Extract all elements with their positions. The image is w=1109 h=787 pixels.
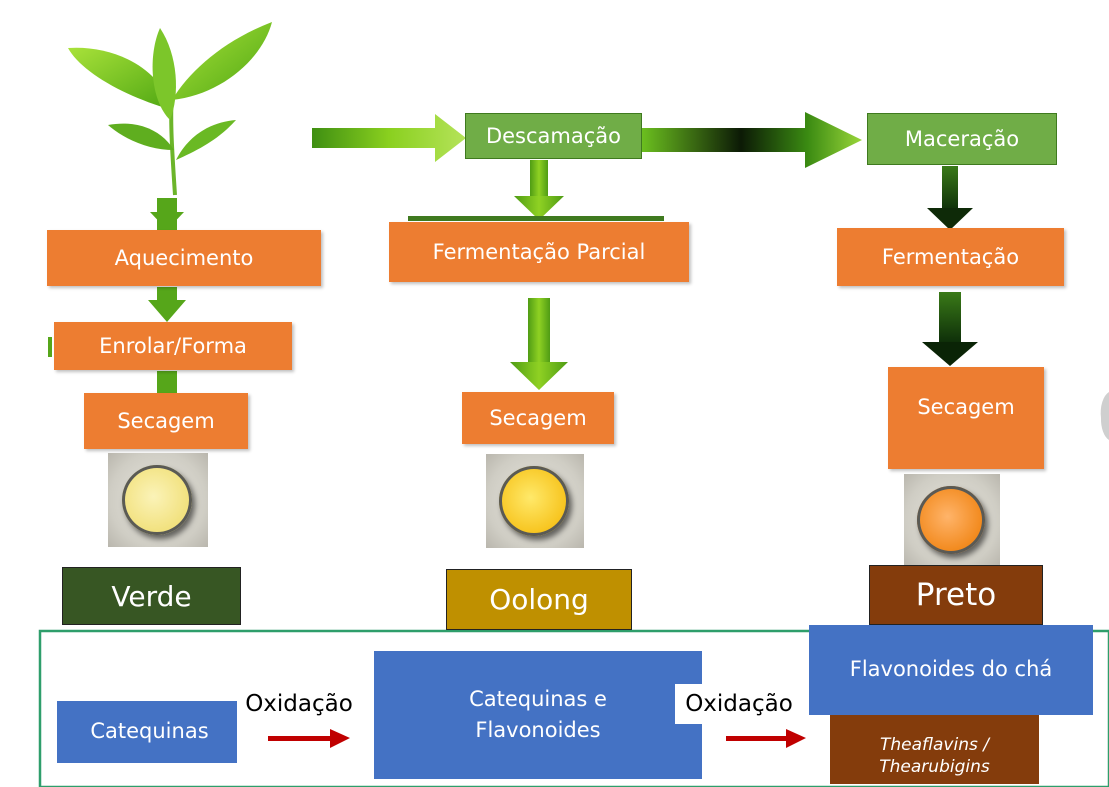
step-fermentacao-parcial-label: Fermentação Parcial: [432, 240, 646, 264]
step-maceracao-label: Maceração: [904, 127, 1020, 151]
step-aquecimento: Aquecimento: [47, 230, 321, 286]
oxidation-label-1-text: Oxidação: [245, 691, 353, 717]
chem-catequinas-label: Catequinas: [90, 719, 209, 744]
chem-flavonoides-cha-label: Flavonoides do chá: [849, 657, 1053, 682]
step-secagem-verde: Secagem: [84, 393, 248, 449]
tea-oolong-text: Oolong: [489, 583, 589, 616]
step-enrolar-forma: Enrolar/Forma: [54, 322, 292, 370]
tea-verde-label: Verde: [62, 567, 241, 625]
step-secagem-oolong: Secagem: [462, 392, 614, 444]
step-aquecimento-label: Aquecimento: [114, 246, 254, 270]
step-fermentacao-label: Fermentação: [881, 245, 1020, 269]
step-fermentacao: Fermentação: [837, 228, 1064, 286]
step-descamacao: Descamação: [465, 113, 642, 159]
step-secagem-preto-label: Secagem: [917, 395, 1015, 419]
chem-flavonoides-cha: Flavonoides do chá: [809, 625, 1093, 715]
oxidation-label-1: Oxidação: [237, 684, 361, 724]
tea-oolong-label: Oolong: [446, 569, 632, 630]
tea-cup-green-icon: [108, 453, 208, 547]
tea-cup-oolong-icon: [486, 454, 584, 548]
step-enrolar-forma-label: Enrolar/Forma: [99, 334, 247, 358]
step-fermentacao-parcial: Fermentação Parcial: [389, 222, 689, 282]
step-secagem-oolong-label: Secagem: [489, 406, 587, 430]
oxidation-label-2-text: Oxidação: [685, 691, 793, 717]
tea-verde-text: Verde: [111, 579, 192, 613]
step-descamacao-label: Descamação: [485, 124, 622, 148]
oxidation-arrow-2: [726, 729, 806, 748]
arrow-to-descamacao: [312, 114, 466, 162]
arrow-to-maceracao: [642, 112, 862, 168]
tea-leaf-icon: [68, 22, 272, 196]
chem-catequinas-flavonoides: Catequinas e Flavonoides: [374, 651, 702, 779]
step-secagem-verde-label: Secagem: [117, 409, 215, 433]
step-maceracao: Maceração: [867, 113, 1057, 165]
oxidation-arrow-1: [268, 729, 350, 748]
chem-theaflavins-thearubigins: Theaflavins / Thearubigins: [830, 710, 1039, 784]
chemistry-frame: [38, 629, 1109, 787]
step-secagem-preto: Secagem: [888, 367, 1044, 469]
chem-catequinas: Catequinas: [57, 701, 237, 763]
oxidation-label-2: Oxidação: [675, 684, 803, 724]
tea-preto-label: Preto: [869, 565, 1043, 625]
chem-catequinas-flavonoides-label: Catequinas e Flavonoides: [469, 686, 607, 743]
chem-theaflavins-label: Theaflavins / Thearubigins: [879, 734, 990, 777]
tea-preto-text: Preto: [915, 577, 997, 613]
tea-cup-black-icon: [904, 474, 1000, 566]
